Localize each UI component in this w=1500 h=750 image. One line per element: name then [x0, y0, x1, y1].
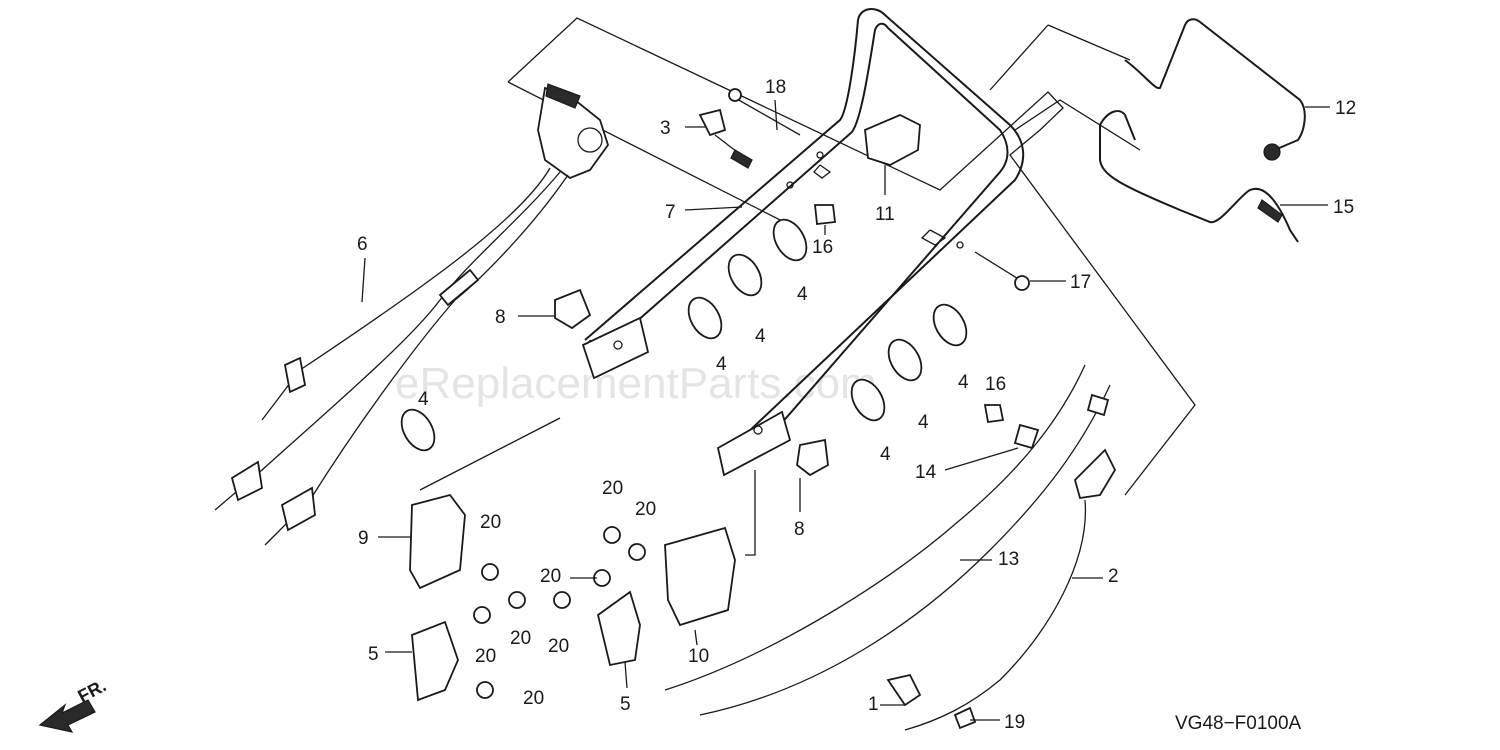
callout-18: 18 [765, 77, 786, 98]
callout-5-b: 5 [620, 694, 631, 715]
cables-13-14-2 [664, 364, 1117, 731]
callout-3: 3 [660, 118, 671, 139]
callout-4-c: 4 [716, 354, 727, 375]
watermark-text: eReplacementParts.com [395, 359, 877, 408]
callout-leaders [361, 99, 1330, 721]
direction-label: FR. [74, 675, 109, 706]
callout-8-b: 8 [794, 519, 805, 540]
callout-13: 13 [998, 549, 1019, 570]
callout-4-g: 4 [418, 389, 429, 410]
callout-20-e: 20 [510, 628, 531, 649]
part-20-nuts [473, 526, 646, 699]
part-6-control-lever [214, 83, 609, 546]
front-direction-arrow-icon [38, 699, 96, 733]
callout-20-h: 20 [523, 688, 544, 709]
handle-frame [581, 8, 1025, 477]
callout-10: 10 [688, 646, 709, 667]
callout-20-g: 20 [548, 636, 569, 657]
part-8-brackets [554, 288, 829, 477]
callout-20-c: 20 [540, 566, 561, 587]
callout-4-b: 4 [755, 326, 766, 347]
callout-8-a: 8 [495, 307, 506, 328]
mounting-plates [409, 493, 736, 702]
callout-20-b: 20 [635, 499, 656, 520]
diagram-code: VG48−F0100A [1175, 713, 1302, 734]
callout-20-f: 20 [475, 646, 496, 667]
callout-6: 6 [357, 234, 368, 255]
callout-12: 12 [1335, 98, 1356, 119]
part-4-cable-clips [400, 218, 968, 452]
callout-17: 17 [1070, 272, 1091, 293]
callout-16-b: 16 [985, 374, 1006, 395]
callout-4-d: 4 [958, 372, 969, 393]
hardware-parts [698, 88, 1030, 730]
callout-2: 2 [1108, 566, 1119, 587]
callout-14: 14 [915, 462, 937, 483]
callout-11: 11 [875, 204, 895, 225]
callout-1: 1 [868, 694, 879, 715]
callout-4-a: 4 [797, 284, 808, 305]
callout-7: 7 [665, 202, 676, 223]
callout-19: 19 [1004, 712, 1025, 733]
callout-20-a: 20 [602, 478, 623, 499]
callout-5-a: 5 [368, 644, 379, 665]
callout-9: 9 [358, 528, 369, 549]
callout-16-a: 16 [812, 237, 833, 258]
callout-20-d: 20 [480, 512, 501, 533]
callout-4-e: 4 [918, 412, 929, 433]
callout-labels: 1 2 3 4 4 4 4 4 4 4 5 5 6 7 8 8 9 10 11 … [357, 77, 1356, 733]
part-12-15-bail-wires [1099, 18, 1306, 243]
callout-4-f: 4 [880, 444, 891, 465]
callout-15: 15 [1333, 197, 1354, 218]
